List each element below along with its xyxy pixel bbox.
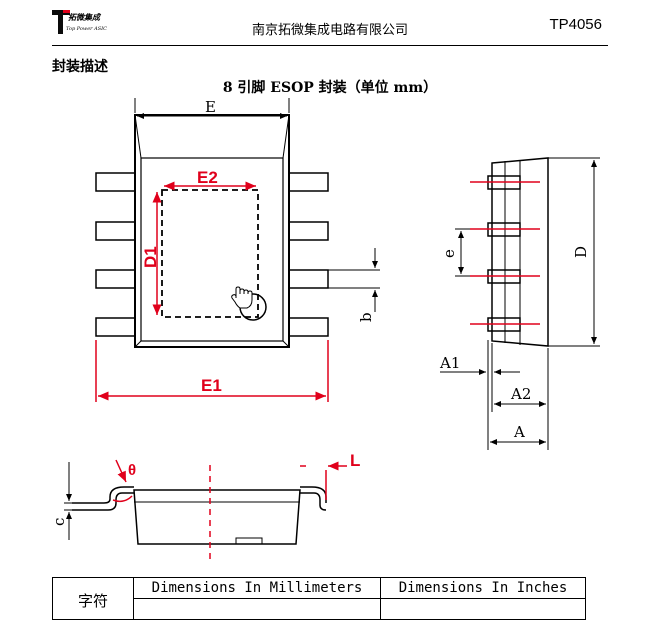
table-header-symbol: 字符 — [52, 577, 134, 620]
dimensions-table: 字符 Dimensions In Millimeters Dimensions … — [52, 577, 586, 620]
table-header-millimeters: Dimensions In Millimeters — [133, 577, 381, 599]
package-title: 8 引脚 ESOP 封装（单位 mm） — [222, 80, 438, 96]
dim-label-E2: E2 — [197, 168, 218, 187]
dim-label-L: L — [350, 451, 360, 470]
top-view-inner — [140, 157, 284, 342]
front-view — [64, 462, 327, 545]
dim-label-theta: θ — [128, 462, 136, 479]
table-header-inches: Dimensions In Inches — [380, 577, 586, 599]
part-number: TP4056 — [549, 16, 602, 33]
front-view-red-dims — [112, 459, 347, 560]
company-logo-text: 拓微集成 — [68, 13, 100, 22]
dim-label-A: A — [513, 423, 525, 441]
section-title: 封装描述 — [52, 59, 108, 75]
dim-label-E: E — [205, 98, 216, 116]
company-logo-subtitle: Top Power ASIC — [66, 26, 107, 32]
side-view — [440, 157, 600, 450]
company-name: 南京拓微集成电路有限公司 — [251, 23, 408, 38]
top-view-red-dims — [95, 181, 329, 402]
dim-label-D1: D1 — [141, 246, 160, 268]
dim-label-E1: E1 — [201, 376, 222, 395]
top-view — [95, 98, 380, 348]
dim-label-c: c — [50, 518, 68, 526]
top-view-body — [134, 114, 290, 348]
package-drawing: E E2 D1 E1 b e D A1 A2 A — [50, 98, 600, 560]
dim-label-D: D — [572, 246, 590, 258]
side-view-red-lines — [470, 181, 540, 325]
dim-label-A2: A2 — [510, 385, 531, 403]
company-logo-mark — [52, 10, 70, 34]
hand-cursor-icon — [231, 286, 253, 309]
header-divider — [52, 45, 608, 46]
dim-label-e: e — [440, 249, 458, 258]
dim-label-b: b — [357, 312, 375, 322]
table-header-row: 字符 Dimensions In Millimeters Dimensions … — [52, 577, 586, 620]
dim-label-A1: A1 — [439, 354, 460, 372]
